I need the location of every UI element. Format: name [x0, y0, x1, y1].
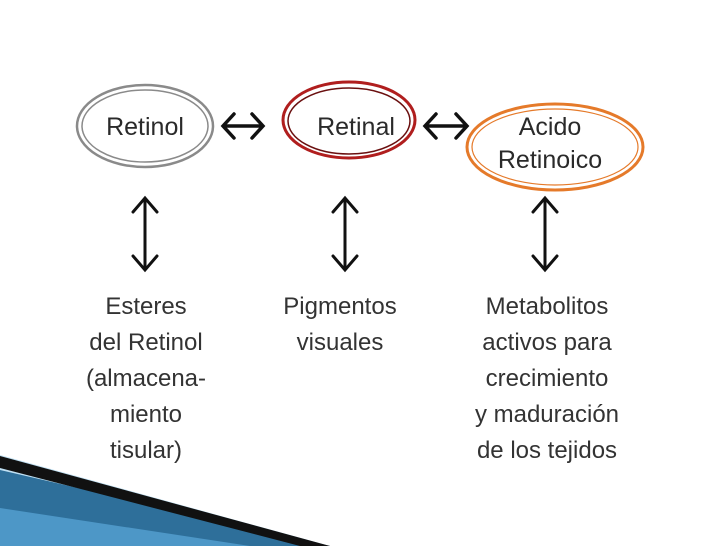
retinal-ring-outer — [281, 80, 417, 160]
retinol-label: Retinol — [106, 113, 184, 141]
acido-label-line-2: Retinoico — [498, 146, 602, 174]
acido-ring-outer — [465, 102, 645, 192]
retinal-ring-inner — [287, 87, 411, 155]
description-line: Esteres — [105, 293, 186, 320]
description-line: y maduración — [475, 401, 619, 428]
description-line: de los tejidos — [477, 437, 617, 464]
description-acido: Metabolitos activos para crecimiento y m… — [475, 293, 619, 464]
description-line: crecimiento — [486, 365, 609, 392]
double-headed-arrow-icon — [220, 112, 266, 140]
retinol-ring-outer — [75, 83, 215, 169]
node-retinol: Retinol — [75, 83, 215, 169]
vertical-double-arrow-icon — [131, 195, 159, 273]
description-line: Metabolitos — [486, 293, 609, 320]
vertical-double-arrow-icon — [331, 195, 359, 273]
description-retinal: Pigmentos visuales — [283, 293, 396, 356]
description-line: visuales — [297, 329, 384, 356]
node-retinal: Retinal — [281, 80, 417, 160]
description-line: (almacena- — [86, 365, 206, 392]
acido-label-line-1: Acido — [519, 113, 582, 141]
description-line: Pigmentos — [283, 293, 396, 320]
double-headed-arrow-icon — [422, 112, 470, 140]
retinal-label: Retinal — [317, 113, 395, 141]
vertical-double-arrow-icon — [531, 195, 559, 273]
description-line: activos para — [482, 329, 612, 356]
corner-ribbon-decoration — [0, 455, 330, 546]
description-retinol: Esteres del Retinol (almacena- miento ti… — [86, 293, 206, 464]
description-line: del Retinol — [89, 329, 202, 356]
node-acido-retinoico: Acido Retinoico — [465, 102, 645, 192]
acido-ring-inner — [471, 108, 639, 186]
description-line: miento — [110, 401, 182, 428]
description-line: tisular) — [110, 437, 182, 464]
retinol-ring-inner — [81, 89, 209, 163]
